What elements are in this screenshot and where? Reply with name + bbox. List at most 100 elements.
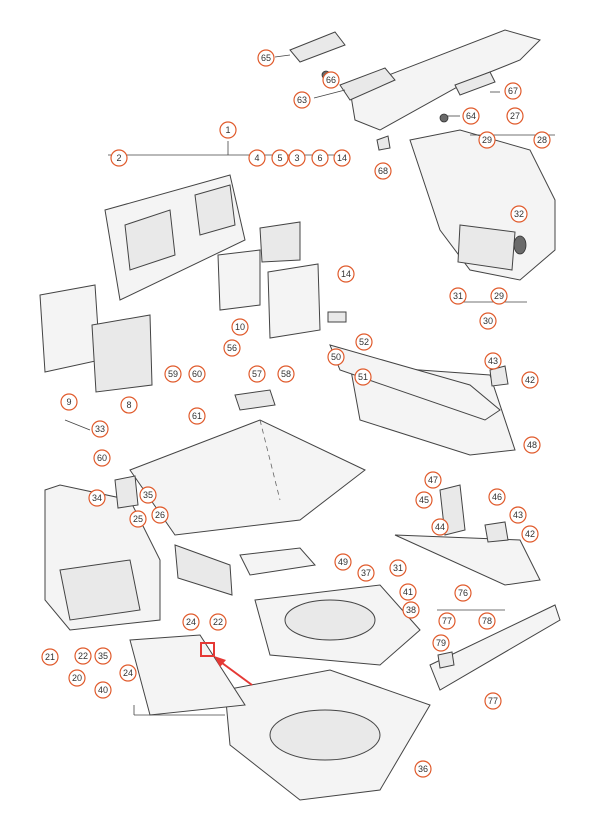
callout-32: 32 [510, 205, 528, 223]
spare-wheel-well [129, 547, 431, 801]
callout-30: 30 [479, 312, 497, 330]
callout-circle [462, 107, 480, 125]
callout-37: 37 [357, 564, 375, 582]
callout-48: 48 [523, 436, 541, 454]
callout-circle [68, 669, 86, 687]
callout-circle [355, 333, 373, 351]
callout-number: 35 [98, 651, 108, 661]
callout-circle [91, 420, 109, 438]
rear-panel [104, 141, 345, 301]
callout-number: 57 [252, 369, 262, 379]
callout-28: 28 [533, 131, 551, 149]
callout-number: 40 [98, 685, 108, 695]
callout-number: 10 [235, 322, 245, 332]
callout-circle [484, 352, 502, 370]
callout-61: 61 [188, 407, 206, 425]
callout-circle [271, 149, 289, 167]
callout-circle [521, 371, 539, 389]
callout-67: 67 [504, 82, 522, 100]
callout-20: 20 [68, 669, 86, 687]
callout-number: 31 [393, 563, 403, 573]
callout-24: 24 [182, 613, 200, 631]
callout-number: 64 [466, 111, 476, 121]
callout-circle [151, 506, 169, 524]
callout-49: 49 [334, 553, 352, 571]
callout-circle [510, 205, 528, 223]
callout-number: 29 [482, 135, 492, 145]
callout-circle [533, 131, 551, 149]
callout-43: 43 [484, 352, 502, 370]
callout-circle [110, 149, 128, 167]
callout-4: 4 [248, 149, 266, 167]
callout-circle [389, 559, 407, 577]
callout-number: 26 [155, 510, 165, 520]
callout-number: 31 [453, 291, 463, 301]
callout-51: 51 [354, 368, 372, 386]
callout-68: 68 [374, 162, 392, 180]
callout-35: 35 [94, 647, 112, 665]
callout-14: 14 [333, 149, 351, 167]
callout-circle [415, 491, 433, 509]
callout-number: 78 [482, 616, 492, 626]
callout-number: 6 [317, 153, 322, 163]
callout-77: 77 [438, 612, 456, 630]
callout-circle [119, 664, 137, 682]
callout-number: 46 [492, 492, 502, 502]
callout-number: 20 [72, 673, 82, 683]
callout-number: 9 [66, 397, 71, 407]
callout-29: 29 [478, 131, 496, 149]
callout-64: 64 [462, 107, 480, 125]
callout-circle [333, 149, 351, 167]
window-panel [39, 284, 153, 393]
callout-number: 5 [277, 153, 282, 163]
callout-number: 32 [514, 209, 524, 219]
callout-number: 47 [428, 475, 438, 485]
callout-number: 65 [261, 53, 271, 63]
callout-circle [257, 49, 275, 67]
callout-circle [129, 510, 147, 528]
floor-cover [129, 389, 366, 536]
callout-number: 61 [192, 411, 202, 421]
callout-8: 8 [120, 396, 138, 414]
callout-circle [219, 121, 237, 139]
callout-circle [60, 393, 78, 411]
callout-14: 14 [337, 265, 355, 283]
callout-circle [248, 149, 266, 167]
right-rails [329, 344, 541, 586]
callout-number: 41 [403, 587, 413, 597]
callout-circle [182, 613, 200, 631]
callout-number: 49 [338, 557, 348, 567]
callout-circle [479, 312, 497, 330]
callout-circle [484, 692, 502, 710]
callout-circle [74, 647, 92, 665]
callout-29: 29 [490, 287, 508, 305]
callout-circle [414, 760, 432, 778]
callout-number: 37 [361, 568, 371, 578]
callout-number: 59 [168, 369, 178, 379]
callout-41: 41 [399, 583, 417, 601]
callout-24: 24 [119, 664, 137, 682]
callout-6: 6 [311, 149, 329, 167]
callout-42: 42 [521, 525, 539, 543]
callout-circle [506, 107, 524, 125]
callout-circle [402, 601, 420, 619]
callout-number: 36 [418, 764, 428, 774]
callout-50: 50 [327, 348, 345, 366]
callout-circle [223, 339, 241, 357]
callout-number: 24 [186, 617, 196, 627]
callout-number: 4 [254, 153, 259, 163]
callout-circle [490, 287, 508, 305]
callout-circle [94, 647, 112, 665]
callout-circle [521, 525, 539, 543]
callout-number: 63 [297, 95, 307, 105]
callout-number: 42 [525, 375, 535, 385]
callout-circle [188, 365, 206, 383]
callout-number: 45 [419, 495, 429, 505]
callout-circle [399, 583, 417, 601]
callout-5: 5 [271, 149, 289, 167]
callout-circle [454, 584, 472, 602]
callout-circle [248, 365, 266, 383]
callout-circle [337, 265, 355, 283]
